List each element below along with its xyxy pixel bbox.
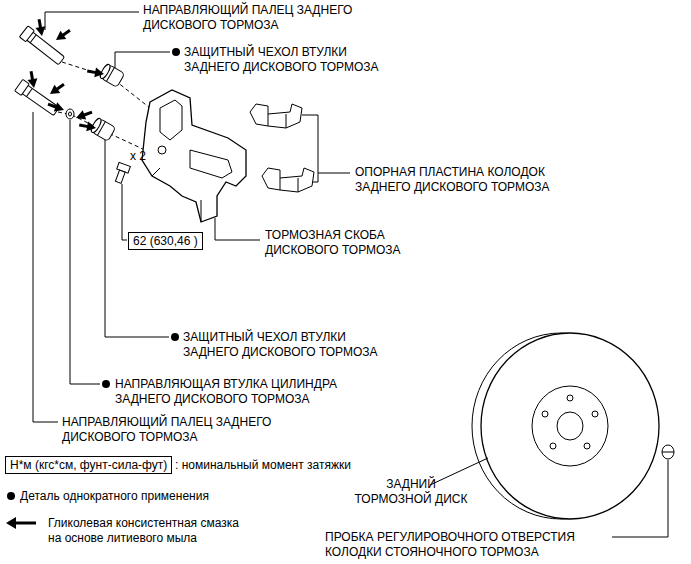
box-text: 62 (630,46 ) — [133, 234, 198, 248]
part-name: ОПОРНАЯ ПЛАСТИНА КОЛОДОК ЗАДНЕГО ДИСКОВО… — [355, 165, 570, 195]
part-name: ТОРМОЗНАЯ СКОБА ДИСКОВОГО ТОРМОЗА — [265, 228, 425, 258]
part-name: ПРОБКА РЕГУЛИРОВОЧНОГО ОТВЕРСТИЯ КОЛОДКИ… — [325, 530, 615, 560]
part-name: ЗАЩИТНЫЙ ЧЕХОЛ ВТУЛКИ ЗАДНЕГО ДИСКОВОГО … — [183, 330, 393, 360]
part-name: НАПРАВЛЯЮЩИЙ ПАЛЕЦ ЗАДНЕГО ДИСКОВОГО ТОР… — [143, 3, 373, 33]
legend-text: Деталь однократного применения — [20, 489, 209, 504]
box-text: Н*м (кгс*см, фунт-сила-фут) — [10, 458, 167, 472]
quantity-mark: x 2 — [130, 149, 146, 164]
part-name: НАПРАВЛЯЮЩИЙ ПАЛЕЦ ЗАДНЕГО ДИСКОВОГО ТОР… — [62, 415, 292, 445]
torque-value-box: 62 (630,46 ) — [128, 232, 203, 250]
legend-text: Гликолевая консистентная смазка на основ… — [48, 516, 245, 546]
torque-unit-box: Н*м (кгс*см, фунт-сила-фут) — [5, 456, 172, 474]
part-name: ЗАЩИТНЫЙ ЧЕХОЛ ВТУЛКИ ЗАДНЕГО ДИСКОВОГО … — [184, 45, 394, 75]
legend-text: : номинальный момент затяжки — [175, 458, 351, 473]
part-name: НАПРАВЛЯЮЩАЯ ВТУЛКА ЦИЛИНДРА ЗАДНЕГО ДИС… — [115, 377, 365, 407]
part-name: ЗАДНИЙ ТОРМОЗНОЙ ДИСК — [350, 477, 472, 507]
